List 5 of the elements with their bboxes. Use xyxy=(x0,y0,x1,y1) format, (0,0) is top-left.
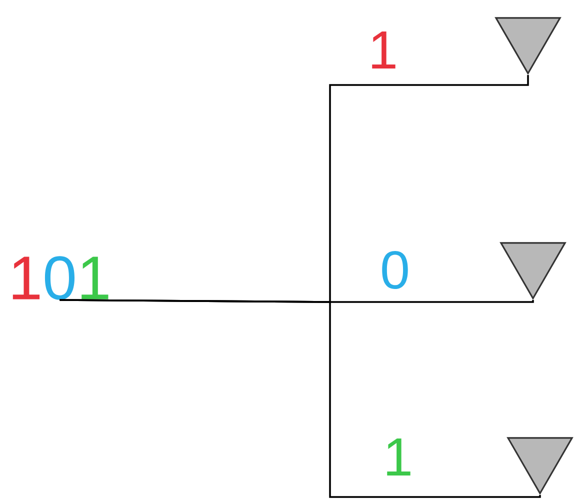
branch-label: 0 xyxy=(382,250,408,290)
input-label: 101 xyxy=(12,256,108,300)
branch-label: 1 xyxy=(372,31,396,68)
branch-label: 1 xyxy=(387,438,410,476)
branch-line xyxy=(60,299,541,498)
